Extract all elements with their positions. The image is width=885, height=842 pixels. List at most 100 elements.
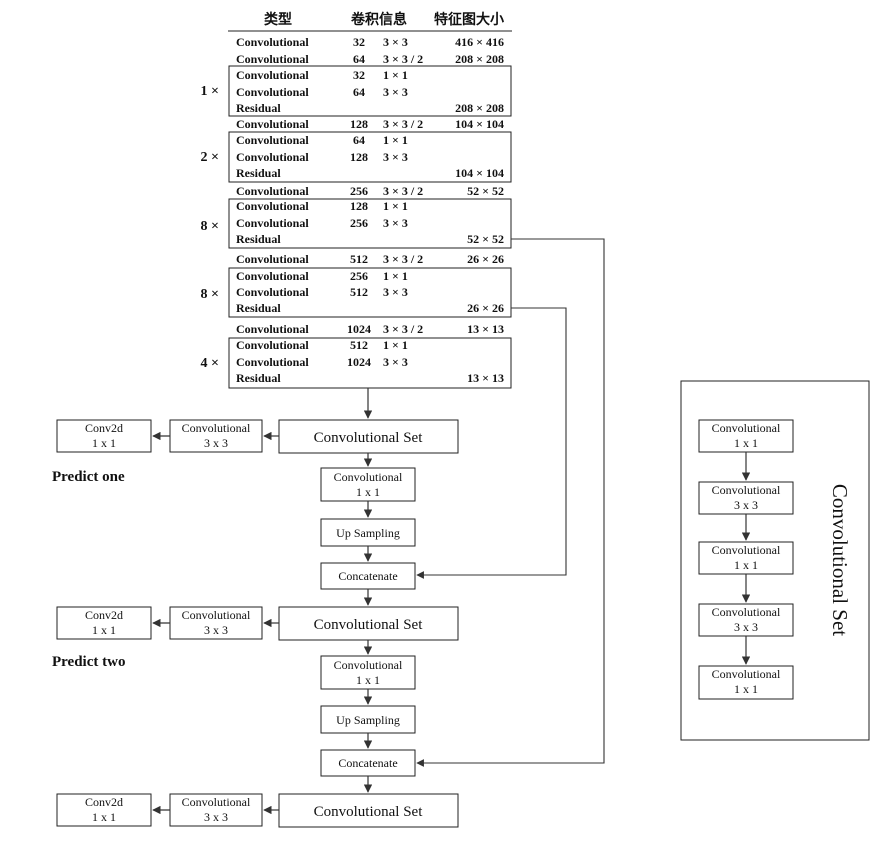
conv1x1-label-2b: 1 x 1 [356, 673, 380, 687]
cell-size: 1 × 1 [383, 269, 408, 283]
cell-output: 13 × 13 [467, 322, 504, 336]
cell-filters: 128 [350, 199, 368, 213]
residual-multiplier: 8 × [201, 219, 219, 234]
legend-block-2-b: 3 x 3 [734, 498, 758, 512]
conv3x3-box-2 [169, 606, 263, 640]
cell-size: 1 × 1 [383, 199, 408, 213]
cell-size: 3 × 3 / 2 [383, 117, 423, 131]
legend-block-4 [698, 603, 794, 637]
legend-title: Convolutional Set [828, 484, 852, 636]
conv2d-label-3a: Conv2d [85, 795, 123, 809]
conv2d-box-2 [56, 606, 152, 640]
cell-type: Convolutional [236, 133, 309, 147]
conv-set-label-2: Convolutional Set [314, 617, 424, 633]
detection-head: Convolutional Set Convolutional 3 x 3 Co… [52, 238, 605, 828]
cell-type: Residual [236, 301, 281, 315]
cell-output: 26 × 26 [467, 301, 504, 315]
cell-output: 104 × 104 [455, 117, 504, 131]
cell-filters: 256 [350, 216, 368, 230]
cell-type: Convolutional [236, 52, 309, 66]
table-row: Residual 26 × 26 [236, 301, 504, 315]
cell-filters: 1024 [347, 355, 371, 369]
legend-block-1-b: 1 x 1 [734, 436, 758, 450]
cell-filters: 64 [353, 133, 365, 147]
legend-block-5-b: 1 x 1 [734, 682, 758, 696]
cell-output: 208 × 208 [455, 101, 504, 115]
residual-group-boxes: 1 ×2 ×8 ×8 ×4 × [201, 65, 512, 389]
skip-connection-52x52 [416, 238, 605, 767]
predict-one-label: Predict one [52, 469, 125, 485]
upsampling-label-1: Up Sampling [336, 526, 400, 540]
cell-size: 3 × 3 / 2 [383, 252, 423, 266]
cell-type: Convolutional [236, 252, 309, 266]
cell-type: Residual [236, 232, 281, 246]
conv3x3-label-1a: Convolutional [182, 421, 251, 435]
cell-size: 3 × 3 / 2 [383, 322, 423, 336]
cell-type: Convolutional [236, 117, 309, 131]
cell-filters: 512 [350, 285, 368, 299]
conv2d-box-1 [56, 419, 152, 453]
cell-size: 3 × 3 [383, 285, 408, 299]
cell-type: Convolutional [236, 150, 309, 164]
conv2d-label-2b: 1 x 1 [92, 623, 116, 637]
conv3x3-label-1b: 3 x 3 [204, 436, 228, 450]
predict-two-label: Predict two [52, 654, 125, 670]
conv3x3-label-3b: 3 x 3 [204, 810, 228, 824]
cell-size: 1 × 1 [383, 338, 408, 352]
conv-set-legend: Convolutional Set Convolutional 1 x 1 Co… [680, 380, 870, 741]
cell-type: Convolutional [236, 85, 309, 99]
residual-block-box [228, 198, 512, 249]
cell-size: 1 × 1 [383, 133, 408, 147]
upsampling-label-2: Up Sampling [336, 713, 400, 727]
cell-type: Convolutional [236, 35, 309, 49]
cell-type: Convolutional [236, 199, 309, 213]
conv1x1-label-1b: 1 x 1 [356, 485, 380, 499]
cell-size: 3 × 3 [383, 150, 408, 164]
residual-block-box [228, 267, 512, 318]
concatenate-box-1 [320, 562, 416, 590]
cell-type: Residual [236, 371, 281, 385]
cell-size: 1 × 1 [383, 68, 408, 82]
conv-set-label-3: Convolutional Set [314, 804, 424, 820]
conv-set-box-2 [278, 606, 459, 641]
residual-multiplier: 4 × [201, 356, 219, 371]
legend-block-3-b: 1 x 1 [734, 558, 758, 572]
legend-block-4-a: Convolutional [712, 605, 781, 619]
cell-type: Residual [236, 101, 281, 115]
header-conv-info: 卷积信息 [350, 11, 407, 28]
conv2d-label-1a: Conv2d [85, 421, 123, 435]
legend-block-4-b: 3 x 3 [734, 620, 758, 634]
conv3x3-label-2b: 3 x 3 [204, 623, 228, 637]
cell-type: Convolutional [236, 68, 309, 82]
residual-block-box [228, 65, 512, 117]
conv-set-label-1: Convolutional Set [314, 430, 424, 446]
cell-size: 3 × 3 [383, 355, 408, 369]
cell-size: 3 × 3 [383, 216, 408, 230]
concatenate-label-2: Concatenate [338, 756, 397, 770]
cell-type: Convolutional [236, 216, 309, 230]
table-row: Residual 208 × 208 [236, 101, 504, 115]
conv3x3-label-3a: Convolutional [182, 795, 251, 809]
cell-type: Residual [236, 166, 281, 180]
cell-type: Convolutional [236, 269, 309, 283]
residual-multiplier: 1 × [201, 84, 219, 99]
cell-output: 26 × 26 [467, 252, 504, 266]
residual-multiplier: 8 × [201, 287, 219, 302]
legend-block-5-a: Convolutional [712, 667, 781, 681]
